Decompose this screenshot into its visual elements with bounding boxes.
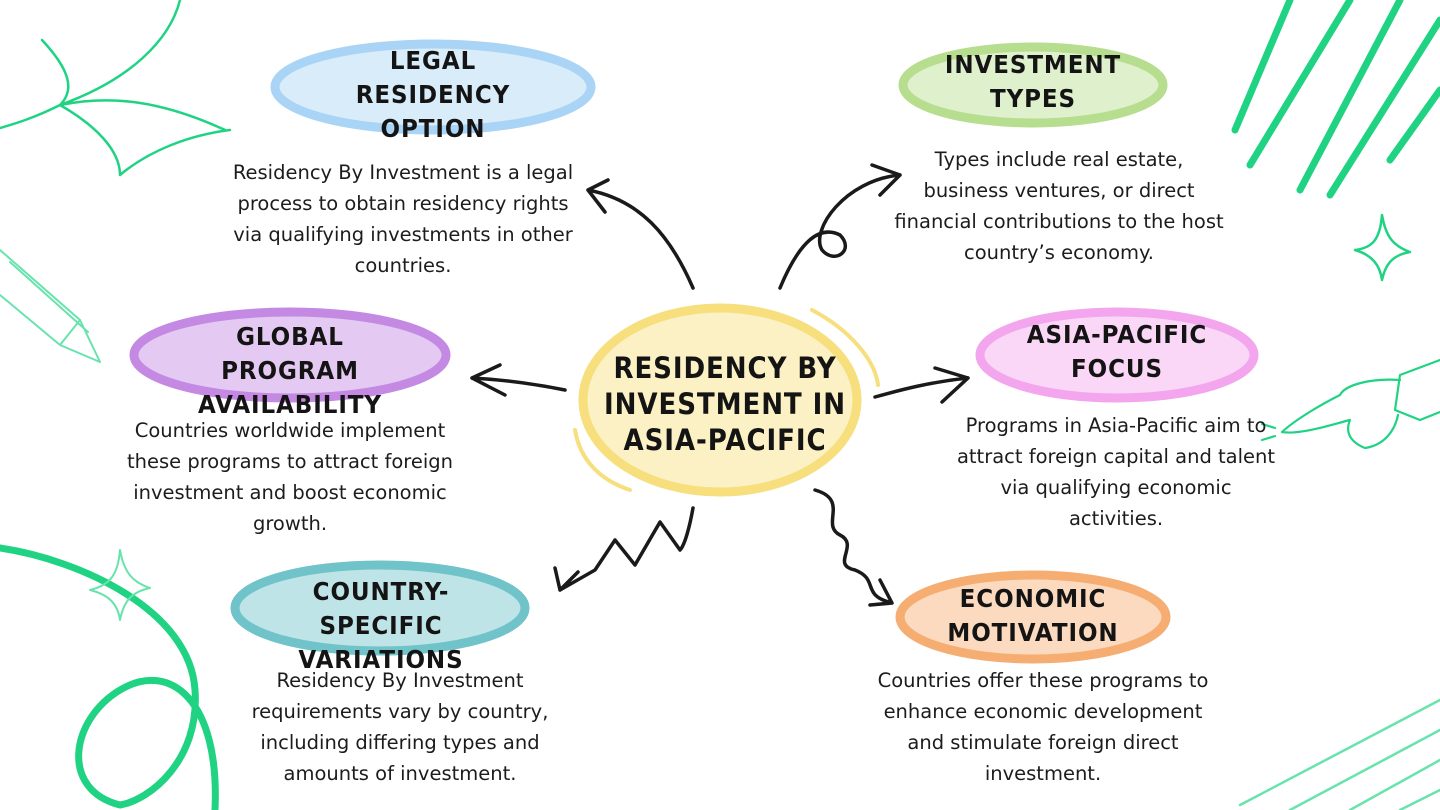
blob-asia: [975, 307, 1259, 403]
swirl-stroke-icon: [0, 544, 219, 810]
blob-country: [230, 560, 530, 656]
center-stroke-right: [810, 308, 880, 387]
desc-legal: Residency By Investment is a legal proce…: [232, 161, 574, 277]
title-country: COUNTRY-SPECIFIC VARIATIONS: [298, 577, 464, 674]
sparkle-star-icon: [0, 0, 232, 177]
pointing-hand-icon: [1260, 358, 1440, 450]
arrow-to-types: [778, 163, 902, 290]
pencil-icon: [0, 249, 101, 363]
hatch-lines-top-right-icon: [1231, 0, 1440, 199]
title-types: INVESTMENT TYPES: [944, 50, 1122, 113]
desc-asia: Programs in Asia-Pacific aim to attract …: [956, 414, 1276, 530]
title-economic: ECONOMIC MOTIVATION: [947, 584, 1119, 647]
blob-global: [129, 307, 451, 403]
sparkle-small-icon: [89, 549, 151, 621]
center-accent-strokes: [573, 308, 880, 492]
desc-country: Residency By Investment requirements var…: [251, 669, 549, 785]
center-stroke-left: [573, 428, 632, 492]
desc-global: Countries worldwide implement these prog…: [126, 419, 454, 535]
blob-types: [898, 42, 1168, 128]
connectors: [470, 163, 970, 607]
arrow-to-legal: [586, 178, 695, 290]
blob-legal: [270, 39, 596, 135]
desc-types: Types include real estate, business vent…: [894, 148, 1224, 264]
blob-economic: [895, 570, 1171, 664]
arrow-to-global: [470, 363, 567, 397]
hatch-lines-bottom-right-icon: [1238, 698, 1440, 810]
title-asia: ASIA-PACIFIC FOCUS: [1026, 320, 1208, 383]
center-blob: [578, 303, 862, 497]
center-title: RESIDENCY BY INVESTMENT IN ASIA-PACIFIC: [604, 351, 846, 457]
arrow-to-country: [553, 506, 695, 592]
arrow-to-economic: [813, 488, 894, 607]
sparkle-right-icon: [1353, 213, 1412, 282]
title-legal: LEGAL RESIDENCY OPTION: [355, 46, 511, 143]
title-global: GLOBAL PROGRAM AVAILABILITY: [198, 322, 382, 419]
arrow-to-asia: [873, 366, 970, 404]
blobs: [129, 39, 1259, 664]
desc-economic: Countries offer these programs to enhanc…: [877, 669, 1209, 785]
